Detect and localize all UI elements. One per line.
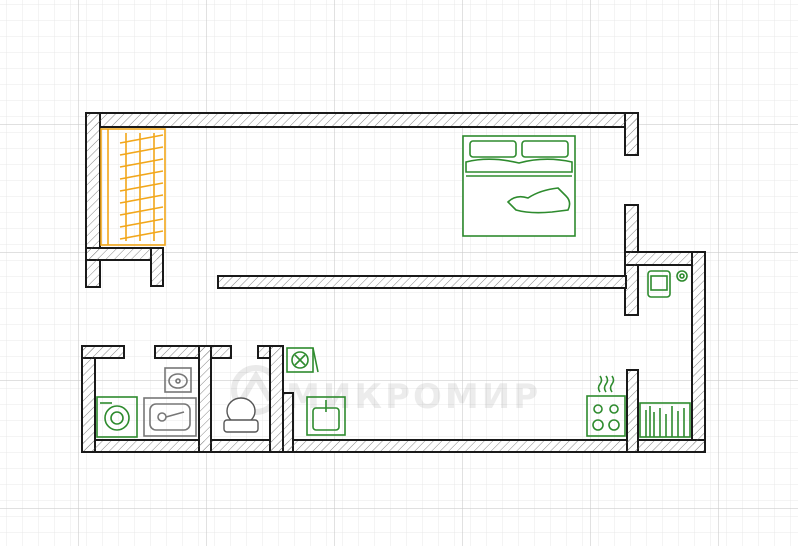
dishwasher-icon — [286, 347, 319, 373]
kitchen-sink-icon — [306, 396, 346, 436]
bathtub-icon — [143, 397, 197, 437]
toilet-icon — [223, 397, 259, 433]
armchair-icon — [647, 270, 688, 298]
stove-icon — [586, 375, 626, 437]
wall-hatching — [83, 114, 704, 451]
bookshelf-icon — [639, 402, 691, 438]
bed-icon — [462, 135, 576, 237]
washing-machine-icon — [96, 396, 138, 438]
sink-icon — [164, 367, 192, 393]
wardrobe-icon — [100, 128, 166, 246]
